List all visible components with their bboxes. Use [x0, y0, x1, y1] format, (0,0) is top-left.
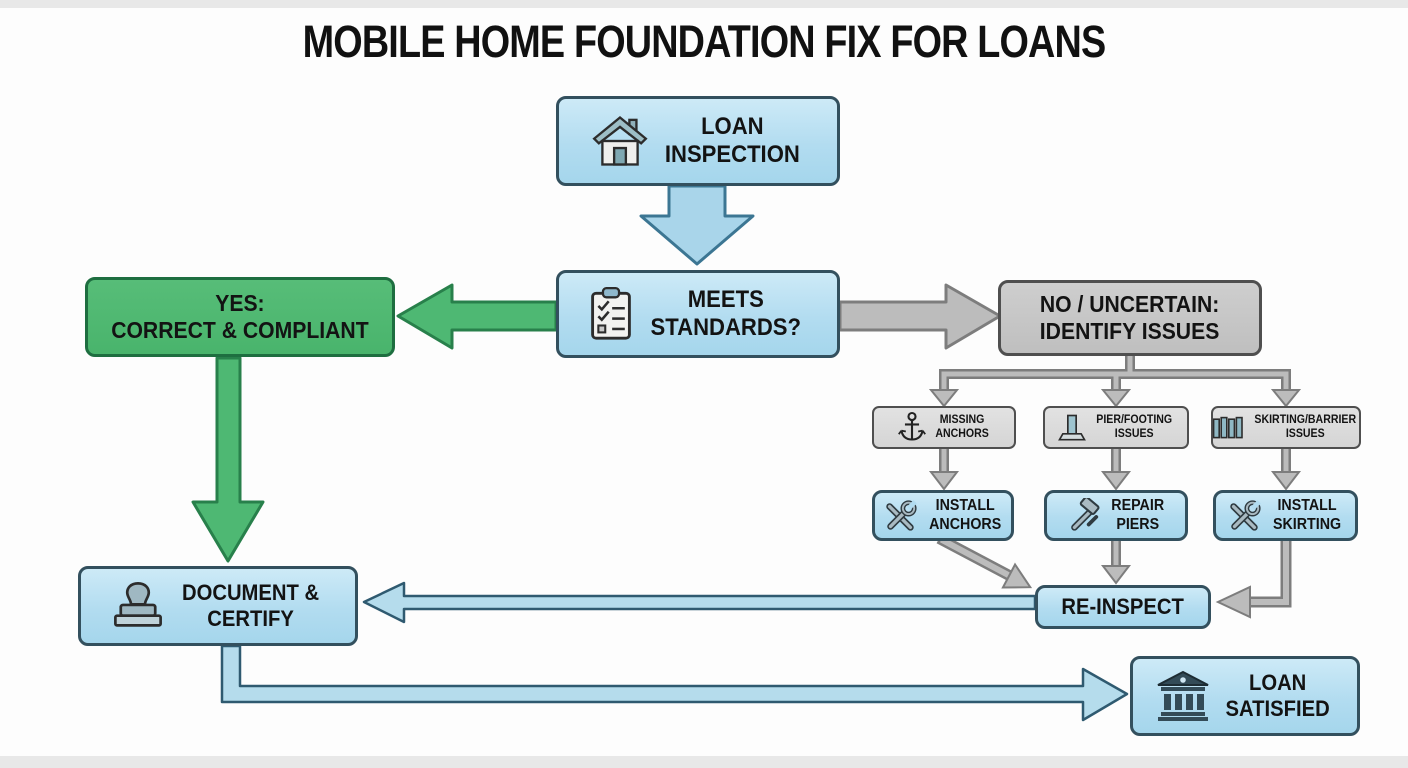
stamp-icon	[114, 582, 163, 627]
skirting-icon	[1212, 416, 1243, 438]
node-label: NO / UNCERTAIN: IDENTIFY ISSUES	[1040, 290, 1220, 344]
node-meets-standards: MEETS STANDARDS?	[556, 270, 840, 358]
bottom-border-strip	[0, 756, 1408, 768]
node-label: RE-INSPECT	[1061, 594, 1185, 620]
top-border-strip	[0, 0, 1408, 8]
bank-icon	[1157, 670, 1209, 721]
arrow-standards-to-yes	[396, 283, 558, 350]
node-issue-pier-footing: PIER/FOOTING ISSUES	[1043, 406, 1189, 449]
checklist-icon	[591, 286, 632, 340]
arrow-skirting-to-reinspect	[1215, 535, 1292, 619]
arrow-standards-to-no	[838, 283, 1002, 350]
arrow-reinspect-to-document	[362, 581, 1037, 624]
node-fix-repair-piers: REPAIR PIERS	[1044, 490, 1188, 541]
node-issue-skirting-barrier: SKIRTING/BARRIER ISSUES	[1211, 406, 1361, 449]
node-label: INSTALL ANCHORS	[928, 497, 1002, 533]
tools-icon	[886, 499, 917, 531]
arrow-piers-to-reinspect	[1100, 536, 1132, 585]
anchor-icon	[897, 411, 926, 441]
node-label: SKIRTING/BARRIER ISSUES	[1254, 413, 1356, 440]
house-icon	[592, 116, 648, 166]
node-label: INSTALL SKIRTING	[1273, 497, 1342, 533]
node-document-certify: DOCUMENT & CERTIFY	[78, 566, 358, 646]
node-yes-correct-compliant: YES: CORRECT & COMPLIANT	[85, 277, 395, 357]
arrow-document-to-satisfied	[220, 644, 1129, 722]
node-loan-satisfied: LOAN SATISFIED	[1130, 656, 1360, 736]
page-title: MOBILE HOME FOUNDATION FIX FOR LOANS	[302, 16, 1107, 67]
node-fix-install-anchors: INSTALL ANCHORS	[872, 490, 1014, 541]
arrow-no-to-issues	[928, 351, 1302, 408]
hammer-icon	[1071, 497, 1100, 531]
tools-icon	[1230, 499, 1262, 531]
node-label: LOAN SATISFIED	[1225, 670, 1331, 721]
node-fix-install-skirting: INSTALL SKIRTING	[1213, 490, 1358, 541]
node-label: YES: CORRECT & COMPLIANT	[111, 289, 369, 343]
arrow-anchors-to-reinspect	[936, 533, 1033, 589]
node-label: DOCUMENT & CERTIFY	[182, 580, 320, 631]
node-label: PIER/FOOTING ISSUES	[1096, 413, 1172, 440]
node-no-uncertain: NO / UNCERTAIN: IDENTIFY ISSUES	[998, 280, 1262, 356]
node-label: MEETS STANDARDS?	[650, 285, 802, 341]
arrow-issues-to-fixes	[928, 445, 1302, 491]
node-reinspect: RE-INSPECT	[1035, 585, 1211, 629]
arrow-yes-to-document	[191, 356, 265, 563]
pier-icon	[1057, 414, 1086, 440]
node-loan-inspection: LOAN INSPECTION	[556, 96, 840, 186]
node-label: MISSING ANCHORS	[935, 413, 989, 440]
arrow-inspection-to-standards	[639, 184, 755, 266]
node-label: LOAN INSPECTION	[664, 112, 800, 168]
node-label: REPAIR PIERS	[1111, 497, 1165, 533]
node-issue-missing-anchors: MISSING ANCHORS	[872, 406, 1016, 449]
